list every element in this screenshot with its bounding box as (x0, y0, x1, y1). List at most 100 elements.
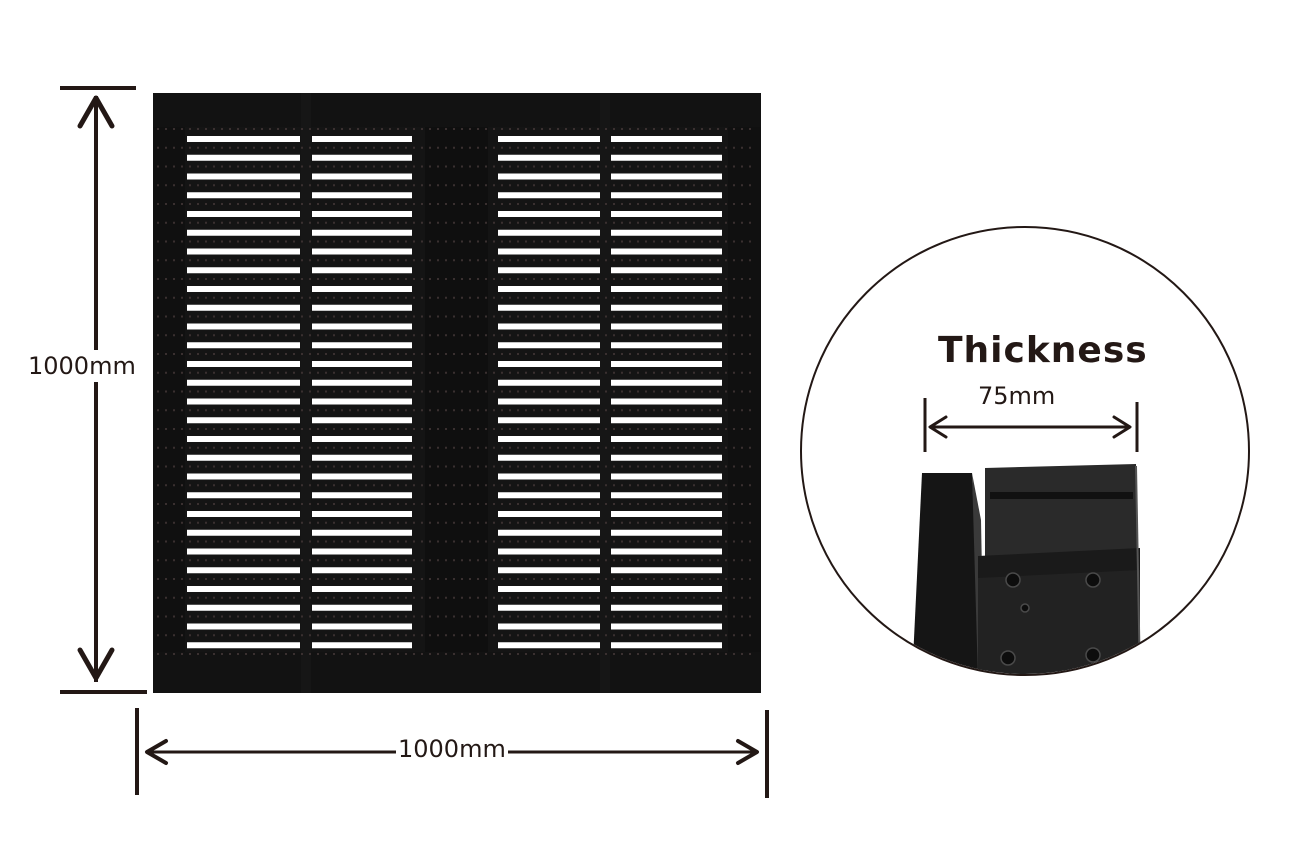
thickness-dimension (923, 398, 1139, 452)
slat-gap (187, 248, 300, 255)
slat-gap (498, 304, 600, 311)
slat-gap (187, 154, 300, 161)
slat-gap (611, 304, 722, 311)
slat-gap (312, 511, 412, 517)
slat-gap (312, 323, 412, 330)
slat-gap (611, 173, 722, 180)
slat-gap (611, 361, 722, 367)
slat-gap (312, 529, 412, 536)
width-dimension-label: 1000mm (396, 735, 508, 763)
panel-right-divider (600, 93, 610, 693)
slat-gap (312, 361, 412, 367)
slat-gap (498, 286, 600, 292)
slat-gap (187, 548, 300, 555)
slat-gap (312, 548, 412, 555)
slat-gap (611, 323, 722, 330)
slat-gap (187, 361, 300, 367)
slat-gap (312, 154, 412, 161)
slat-gap (611, 192, 722, 199)
slat-gap (187, 304, 300, 311)
width-arrow-right (736, 739, 759, 765)
slat-gap (498, 229, 600, 236)
profile-back-plate (978, 570, 1140, 674)
slat-gap (187, 529, 300, 536)
panel-slat-gaps (187, 136, 722, 649)
slat-gap (498, 492, 600, 499)
slat-gap (312, 267, 412, 274)
slat-gap (312, 642, 412, 649)
slat-gap (187, 436, 300, 442)
profile-screws (1000, 572, 1101, 666)
slat-gap (611, 623, 722, 630)
slat-gap (611, 342, 722, 349)
slat-gap (187, 192, 300, 199)
slat-gap (498, 586, 600, 592)
slat-gap (611, 211, 722, 217)
height-dimension-label: 1000mm (28, 350, 136, 382)
slat-gap (498, 642, 600, 649)
slat-gap (187, 342, 300, 349)
width-arrow-left (145, 739, 168, 765)
slat-gap (312, 379, 412, 386)
profile-bracket-top (985, 464, 1138, 560)
thickness-arrow-right (1112, 415, 1132, 439)
slat-gap (312, 567, 412, 574)
slat-gap (498, 623, 600, 630)
slat-gap (611, 248, 722, 255)
panel-center-spine (425, 93, 488, 693)
slat-gap (187, 492, 300, 499)
slat-gap (312, 604, 412, 611)
slat-gap (498, 248, 600, 255)
slat-gap (611, 511, 722, 517)
panel-left-divider (301, 93, 311, 693)
slat-gap (312, 342, 412, 349)
slat-gap (187, 136, 300, 142)
slat-gap (611, 417, 722, 424)
slat-gap (498, 548, 600, 555)
slat-gap (312, 436, 412, 442)
slat-gap (611, 398, 722, 405)
slat-gap (498, 192, 600, 199)
slat-gap (187, 267, 300, 274)
slat-gap (498, 604, 600, 611)
slat-gap (498, 417, 600, 424)
slat-gap (611, 136, 722, 142)
slat-gap (498, 567, 600, 574)
thickness-arrow-left (928, 415, 948, 439)
height-arrow-up (77, 95, 115, 129)
slat-gap (498, 323, 600, 330)
screw-icon (1005, 572, 1021, 588)
slat-gap (611, 379, 722, 386)
slat-gap (611, 454, 722, 461)
slat-gap (312, 586, 412, 592)
slat-gap (498, 379, 600, 386)
slat-gap (498, 173, 600, 180)
screw-icon (1085, 647, 1101, 663)
slat-gap (312, 173, 412, 180)
slat-gap (312, 304, 412, 311)
slat-gap (611, 567, 722, 574)
slat-gap (312, 286, 412, 292)
slat-gap (611, 286, 722, 292)
slat-gap (498, 398, 600, 405)
slat-gap (611, 492, 722, 499)
panel-bottom-rail (153, 652, 761, 693)
slat-gap (611, 548, 722, 555)
slat-gap (312, 623, 412, 630)
slat-gap (187, 642, 300, 649)
slat-gap (187, 567, 300, 574)
slat-gap (498, 136, 600, 142)
height-dimension (60, 86, 147, 694)
slat-gap (312, 473, 412, 480)
slat-gap (187, 586, 300, 592)
slat-gap (187, 511, 300, 517)
screw-icon (1000, 650, 1016, 666)
slat-gap (498, 154, 600, 161)
slat-gap (498, 211, 600, 217)
thickness-title: Thickness (938, 330, 1148, 371)
slat-gap (498, 342, 600, 349)
profile-left-flange (912, 473, 981, 674)
slat-gap (187, 417, 300, 424)
slat-gap (312, 417, 412, 424)
